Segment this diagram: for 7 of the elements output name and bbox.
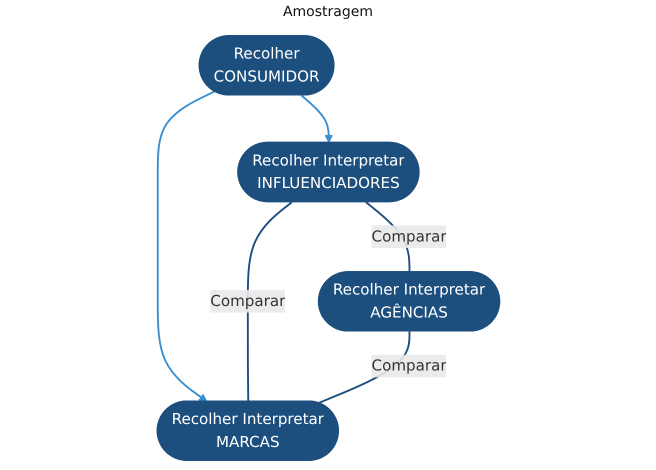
note-text: Amostragem <box>282 4 374 22</box>
edge-label: Comparar <box>210 292 285 310</box>
edge-label: Comparar <box>371 227 446 246</box>
arrow <box>156 90 214 402</box>
arrow <box>300 94 332 144</box>
connector <box>246 201 292 402</box>
edge-label: Comparar <box>371 356 446 375</box>
